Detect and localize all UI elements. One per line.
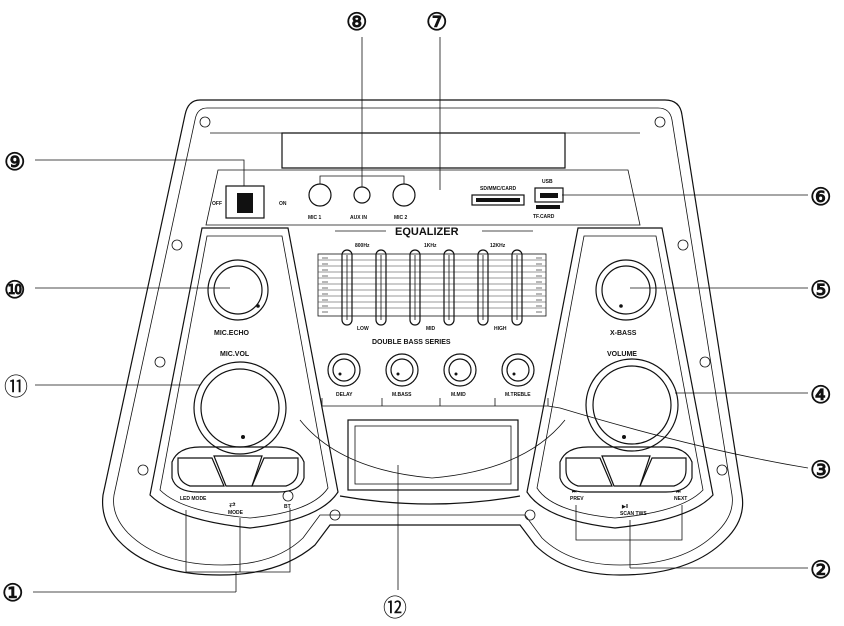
- speaker-body: [101, 99, 744, 576]
- m-treble-knob[interactable]: [501, 353, 535, 387]
- bt-icon: [282, 490, 294, 502]
- double-bass-series-title: DOUBLE BASS SERIES: [372, 339, 451, 346]
- eq-slider-5[interactable]: [477, 249, 489, 326]
- eq-slider-1[interactable]: [341, 249, 353, 326]
- label-800hz: 800Hz: [355, 243, 370, 249]
- equalizer-panel: [317, 253, 547, 317]
- label-delay: DELAY: [336, 392, 353, 398]
- led-display: [347, 419, 519, 491]
- eq-slider-4[interactable]: [443, 249, 455, 326]
- callout-6: ⑥: [810, 184, 832, 211]
- aux-in-jack[interactable]: [353, 186, 371, 204]
- label-mic2: MIC 2: [394, 215, 408, 221]
- label-sd-mmc-card: SD/MMC/CARD: [480, 186, 516, 192]
- mic1-jack[interactable]: [308, 183, 332, 207]
- scan-tws-button[interactable]: [601, 455, 651, 487]
- volume-knob[interactable]: [585, 358, 679, 452]
- label-mic1: MIC 1: [308, 215, 322, 221]
- prev-icon: ⏮: [572, 489, 577, 495]
- tf-card-slot[interactable]: [536, 205, 560, 209]
- mode-button[interactable]: [213, 455, 263, 487]
- callout-10: ⑩: [4, 277, 26, 304]
- next-icon: ⏭: [676, 489, 681, 495]
- left-button-cluster: [171, 446, 305, 493]
- callout-12: ⑫: [383, 595, 407, 622]
- label-next: NEXT: [674, 496, 687, 502]
- label-bt: BT: [284, 504, 291, 510]
- label-prev: PREV: [570, 496, 584, 502]
- label-off: OFF: [212, 201, 222, 207]
- label-on: ON: [279, 201, 287, 207]
- equalizer-title: EQUALIZER: [395, 226, 459, 238]
- label-mid: MID: [426, 326, 436, 332]
- eq-slider-2[interactable]: [375, 249, 387, 326]
- label-scan-tws: SCAN TWS: [620, 511, 647, 517]
- callout-11: ⑪: [4, 374, 28, 401]
- prev-button[interactable]: [565, 457, 613, 487]
- mic2-jack[interactable]: [392, 183, 416, 207]
- sd-card-slot[interactable]: [471, 194, 525, 206]
- x-bass-knob[interactable]: [595, 259, 657, 321]
- label-led: LED MODE: [180, 496, 207, 502]
- label-volume: VOLUME: [607, 351, 637, 358]
- label-high: HIGH: [494, 326, 507, 332]
- label-tf-card: TF.CARD: [533, 214, 555, 220]
- label-mode: MODE: [228, 510, 244, 516]
- callout-lines: [33, 37, 809, 593]
- mode-icon: ⇄: [229, 500, 236, 509]
- eq-slider-3[interactable]: [409, 249, 421, 326]
- label-m-bass: M.BASS: [392, 392, 412, 398]
- label-12khz: 12KHz: [490, 243, 506, 249]
- bt-button[interactable]: [251, 457, 299, 487]
- mic-echo-knob[interactable]: [207, 259, 269, 321]
- right-button-cluster: [559, 446, 693, 493]
- callout-8: ⑧: [346, 9, 368, 36]
- callout-7: ⑦: [426, 9, 448, 36]
- next-button[interactable]: [639, 457, 687, 487]
- scan-icon: ▶‖: [621, 504, 629, 510]
- label-1khz: 1KHz: [424, 243, 437, 249]
- callout-4: ④: [810, 382, 832, 409]
- m-bass-knob[interactable]: [385, 353, 419, 387]
- m-mid-knob[interactable]: [443, 353, 477, 387]
- label-low: LOW: [357, 326, 369, 332]
- callout-1: ①: [2, 580, 24, 607]
- label-m-mid: M.MID: [451, 392, 466, 398]
- callout-9: ⑨: [4, 149, 26, 176]
- callout-5: ⑤: [810, 277, 832, 304]
- delay-knob[interactable]: [327, 353, 361, 387]
- label-usb: USB: [542, 179, 553, 185]
- label-aux-in: AUX IN: [350, 215, 367, 221]
- eq-slider-6[interactable]: [511, 249, 523, 326]
- callout-2: ②: [810, 557, 832, 584]
- callout-3: ③: [810, 457, 832, 484]
- power-switch[interactable]: [225, 185, 265, 219]
- led-mode-button[interactable]: [177, 457, 225, 487]
- label-mic-echo: MIC.ECHO: [214, 330, 250, 337]
- label-mic-vol: MIC.VOL: [220, 351, 250, 358]
- label-x-bass: X-BASS: [610, 330, 637, 337]
- label-m-treble: M.TREBLE: [505, 392, 531, 398]
- mic-vol-knob[interactable]: [193, 361, 287, 455]
